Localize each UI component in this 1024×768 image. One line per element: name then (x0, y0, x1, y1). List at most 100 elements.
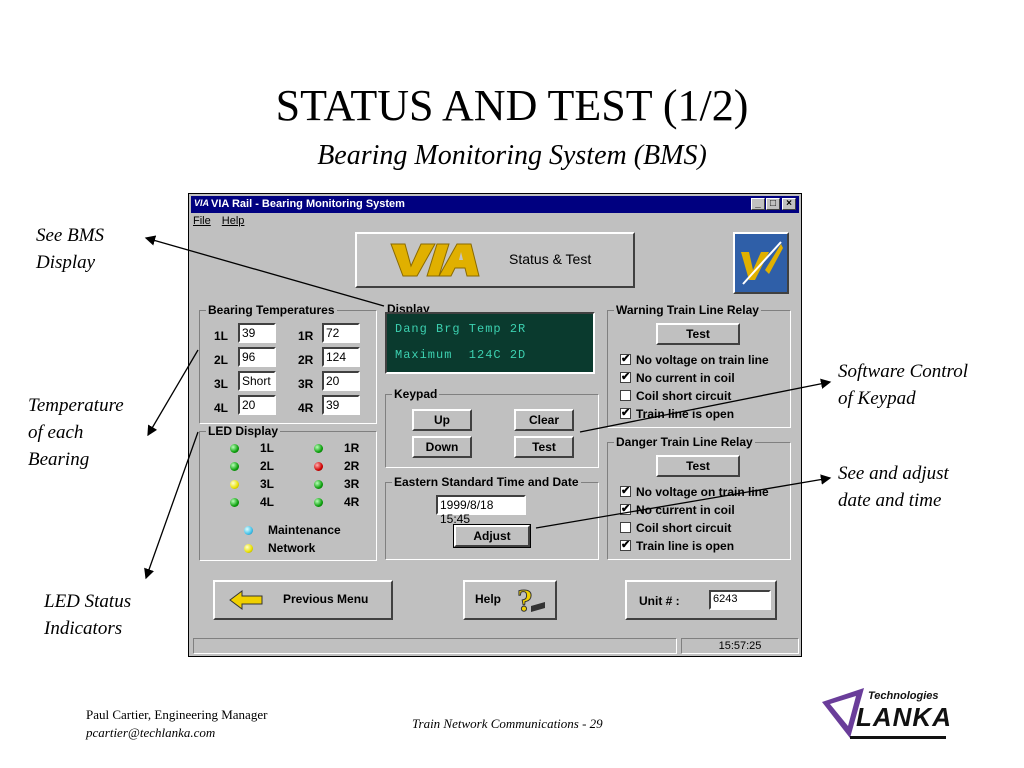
status-test-label: Status & Test (509, 251, 592, 267)
danger-check-no-voltage[interactable]: No voltage on train line (620, 484, 769, 499)
warning-check-no-voltage[interactable]: No voltage on train line (620, 352, 769, 367)
maximize-button[interactable]: □ (766, 198, 780, 210)
checkbox-unchecked-icon[interactable] (620, 522, 631, 533)
led-3r-icon (314, 480, 323, 489)
danger-check-line-open[interactable]: Train line is open (620, 538, 735, 553)
annotation-line: Display (36, 252, 96, 273)
minimize-button[interactable]: _ (751, 198, 765, 210)
footer-email: pcartier@techlanka.com (86, 725, 216, 740)
checkbox-label: No voltage on train line (636, 353, 769, 367)
menu-help[interactable]: Help (221, 215, 245, 227)
temp-field-2l[interactable]: 96 (238, 347, 276, 367)
checkbox-label: Train line is open (636, 407, 735, 421)
logo-lanka-text: LANKA (856, 702, 952, 732)
unit-panel: Unit # : 6243 (625, 580, 777, 620)
help-button[interactable]: Help ? (463, 580, 557, 620)
danger-check-no-current[interactable]: No current in coil (620, 502, 735, 517)
checkbox-label: No current in coil (636, 371, 735, 385)
temp-field-2r[interactable]: 124 (322, 347, 360, 367)
temp-field-3l[interactable]: Short (238, 371, 276, 391)
window-title: VIA Rail - Bearing Monitoring System (211, 198, 405, 210)
keypad-group: Keypad Up Clear Down Test (385, 387, 599, 468)
via-badge-icon (733, 232, 789, 294)
annotation-line: Bearing (28, 449, 90, 470)
annotation-line: Temperature (28, 395, 124, 416)
warning-check-coil-short[interactable]: Coil short circuit (620, 389, 731, 403)
checkbox-checked-icon[interactable] (620, 352, 631, 365)
up-button[interactable]: Up (412, 409, 472, 431)
title-bar[interactable]: VIA VIA Rail - Bearing Monitoring System… (191, 196, 799, 213)
temp-field-4l[interactable]: 20 (238, 395, 276, 415)
slide-title: STATUS AND TEST (1/2) (275, 81, 749, 130)
bearing-label-2r: 2R (298, 353, 314, 367)
warning-check-no-current[interactable]: No current in coil (620, 370, 735, 385)
checkbox-checked-icon[interactable] (620, 502, 631, 515)
led-label-2l: 2L (260, 459, 275, 473)
footer-author: Paul Cartier, Engineering Manager (86, 707, 268, 722)
led-2l-icon (230, 462, 239, 471)
checkbox-checked-icon[interactable] (620, 406, 631, 419)
annotation-date-time: See and adjust date and time (838, 460, 949, 514)
danger-test-button[interactable]: Test (656, 455, 740, 477)
led-4r-icon (314, 498, 323, 507)
annotation-line: date and time (838, 490, 942, 511)
annotation-bms-display: See BMS Display (36, 222, 104, 276)
footer-author-block: Paul Cartier, Engineering Manager pcarti… (86, 706, 267, 742)
checkbox-checked-icon[interactable] (620, 538, 631, 551)
adjust-button[interactable]: Adjust (453, 524, 531, 548)
menu-file[interactable]: File (193, 215, 211, 227)
unit-field[interactable]: 6243 (709, 590, 771, 610)
group-title: LED Display (206, 424, 281, 438)
led-2r-icon (314, 462, 323, 471)
led-4l-icon (230, 498, 239, 507)
group-title: Bearing Temperatures (206, 303, 337, 317)
annotation-line: of each (28, 422, 84, 443)
warning-test-button[interactable]: Test (656, 323, 740, 345)
group-title: Warning Train Line Relay (614, 303, 761, 317)
checkbox-unchecked-icon[interactable] (620, 390, 631, 401)
bearing-label-4l: 4L (214, 401, 229, 415)
led-label-4r: 4R (344, 495, 360, 509)
checkbox-label: Coil short circuit (636, 521, 732, 535)
footer-page-label: Train Network Communications - 29 (412, 716, 603, 731)
temp-field-3r[interactable]: 20 (322, 371, 360, 391)
bearing-label-1l: 1L (214, 329, 229, 343)
danger-check-coil-short[interactable]: Coil short circuit (620, 521, 731, 535)
help-question-icon: ? (517, 584, 545, 616)
temp-field-1r[interactable]: 72 (322, 323, 360, 343)
clear-button[interactable]: Clear (514, 409, 574, 431)
danger-relay-group: Danger Train Line Relay Test No voltage … (607, 435, 791, 560)
down-button[interactable]: Down (412, 436, 472, 458)
checkbox-checked-icon[interactable] (620, 370, 631, 383)
checkbox-label: Train line is open (636, 539, 735, 553)
led-label-3l: 3L (260, 477, 275, 491)
datetime-field[interactable]: 1999/8/18 15:45 (436, 495, 526, 526)
bearing-label-4r: 4R (298, 401, 314, 415)
led-1l-icon (230, 444, 239, 453)
annotation-line: Software Control (838, 361, 969, 382)
led-3l-icon (230, 480, 239, 489)
previous-menu-button[interactable]: Previous Menu (213, 580, 393, 620)
slide-subtitle: Bearing Monitoring System (BMS) (317, 140, 707, 171)
help-label: Help (475, 592, 502, 606)
led-label-4l: 4L (260, 495, 275, 509)
temp-field-4r[interactable]: 39 (322, 395, 360, 415)
logo-underline (850, 736, 946, 739)
annotation-line: Indicators (44, 618, 123, 639)
temp-field-1l[interactable]: 39 (238, 323, 276, 343)
checkbox-label: Coil short circuit (636, 389, 732, 403)
led-display-group: LED Display 1L 2L 3L 4L 1R 2R 3R 4R Main… (199, 424, 377, 561)
lcd-line-2: Maximum 124C 2D (395, 348, 527, 362)
checkbox-checked-icon[interactable] (620, 484, 631, 497)
led-network-icon (244, 544, 253, 553)
menu-bar: File Help (193, 215, 252, 231)
unit-label: Unit # : (639, 594, 680, 608)
checkbox-label: No voltage on train line (636, 485, 769, 499)
warning-check-line-open[interactable]: Train line is open (620, 406, 735, 421)
annotation-line: LED Status (44, 591, 132, 612)
group-title: Keypad (392, 387, 440, 401)
bearing-label-2l: 2L (214, 353, 229, 367)
test-keypad-button[interactable]: Test (514, 436, 574, 458)
via-title-icon: VIA (194, 198, 210, 208)
close-button[interactable]: × (782, 198, 796, 210)
